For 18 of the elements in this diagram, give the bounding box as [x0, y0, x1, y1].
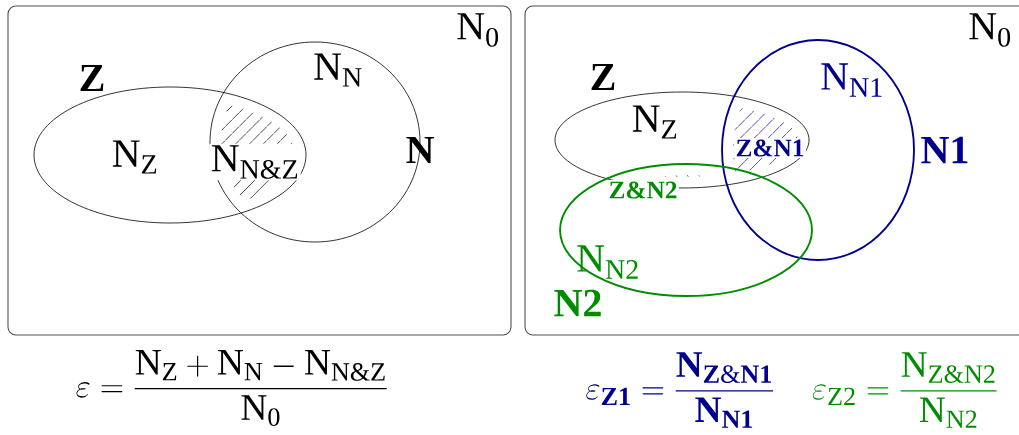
set-label: N$_{N1}$	[821, 63, 882, 97]
region-label: Z&N2	[607, 180, 679, 200]
set-label: N$_{Z}$	[632, 105, 677, 139]
formula: $\varepsilon_{\mathbf{Z1}} = \frac{\mathbf{N_{Z\&N1}}}{\mathbf{N_{N1}}}$	[586, 352, 773, 428]
set-label: N	[406, 136, 434, 164]
formula: $\varepsilon = \frac{\mathrm{N_{Z} + N_{N} - N_{N\&Z}}}{\mathrm{N_{0}}}$	[76, 350, 387, 426]
set-label: N$_{N}$	[314, 53, 362, 87]
set-label: N2	[554, 289, 601, 317]
set-label: N$_{0}$	[969, 13, 1011, 47]
set-label: Z	[80, 64, 104, 92]
set-label: N$_{Z}$	[112, 140, 157, 174]
region-label: N$_{N&Z}$	[209, 143, 301, 181]
region-label: Z&N1	[734, 138, 806, 158]
formula: $\varepsilon_{\mathrm{Z2}} = \frac{\mathrm{N_{Z\&N2}}}{\mathrm{N_{N2}}}$	[812, 352, 997, 428]
set-label: Z	[591, 63, 615, 91]
set-label: N$_{0}$	[457, 13, 499, 47]
set-label: N$_{N2}$	[577, 245, 638, 279]
set-label: N1	[921, 136, 968, 164]
